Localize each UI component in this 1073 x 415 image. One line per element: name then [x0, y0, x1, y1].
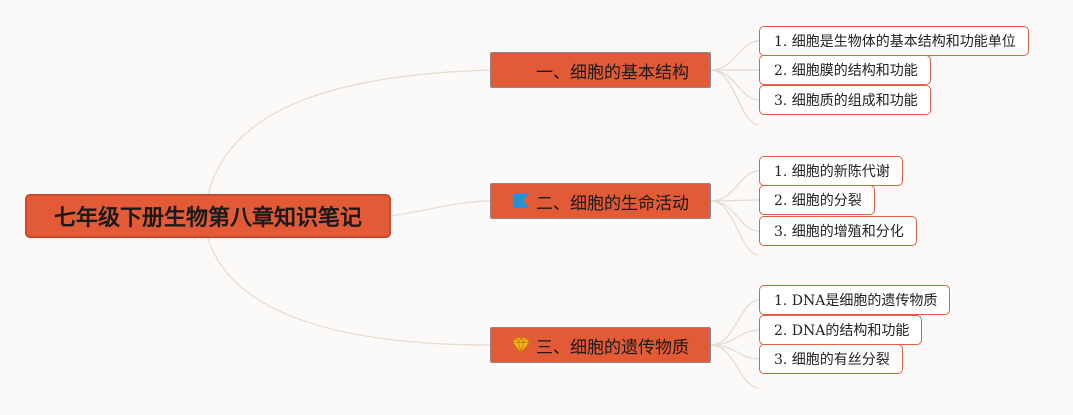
topic-1-label: 一、细胞的基本结构: [536, 62, 689, 83]
subtopic-label: 2. 细胞膜的结构和功能: [774, 63, 918, 79]
subtopic-3-1[interactable]: 1. DNA是细胞的遗传物质: [759, 285, 951, 315]
topic-node-3[interactable]: 三、细胞的遗传物质: [490, 327, 711, 363]
connector-topic-3-sub-2: [710, 329, 760, 346]
subtopic-label: 3. 细胞质的组成和功能: [774, 93, 918, 109]
connector-topic-1-sub-1: [710, 40, 760, 71]
topic-2-label: 二、细胞的生命活动: [536, 193, 689, 214]
subtopic-3-2[interactable]: 2. DNA的结构和功能: [759, 315, 923, 345]
connector-topic-1-sub-3: [710, 69, 760, 101]
subtopic-label: 3. 细胞的有丝分裂: [774, 352, 890, 368]
connector-topic-3-sub-1: [710, 299, 760, 346]
subtopic-label: 2. 细胞的分裂: [774, 193, 862, 209]
topic-node-1[interactable]: 一、细胞的基本结构: [490, 52, 711, 88]
connector-topic-2-sub-1: [710, 170, 760, 202]
subtopic-label: 1. 细胞的新陈代谢: [774, 164, 890, 180]
subtopic-1-1[interactable]: 1. 细胞是生物体的基本结构和功能单位: [759, 26, 1029, 56]
root-node[interactable]: 七年级下册生物第八章知识笔记: [25, 194, 391, 238]
topic-3-label: 三、细胞的遗传物质: [536, 337, 689, 358]
connector-topic-3-sub-3: [710, 344, 760, 360]
subtopic-2-2[interactable]: 2. 细胞的分裂: [759, 185, 875, 215]
connector-root-topic-1: [207, 69, 491, 195]
root-label: 七年级下册生物第八章知识笔记: [53, 206, 362, 231]
subtopic-label: 2. DNA的结构和功能: [774, 323, 910, 339]
subtopic-1-3[interactable]: 3. 细胞质的组成和功能: [759, 85, 931, 115]
subtopic-2-1[interactable]: 1. 细胞的新陈代谢: [759, 156, 903, 186]
connector-topic-1-tail: [710, 69, 760, 126]
connector-root-topic-2: [390, 200, 491, 217]
subtopic-label: 3. 细胞的增殖和分化: [774, 224, 904, 240]
connector-topic-2-tail: [710, 200, 760, 256]
topic-node-2[interactable]: 二、细胞的生命活动: [490, 183, 711, 219]
subtopic-1-2[interactable]: 2. 细胞膜的结构和功能: [759, 55, 931, 85]
subtopic-label: 1. 细胞是生物体的基本结构和功能单位: [774, 34, 1016, 50]
connector-topic-3-tail: [710, 344, 760, 389]
connector-root-topic-3: [207, 237, 491, 346]
diamond-icon: [512, 336, 530, 354]
subtopic-3-3[interactable]: 3. 细胞的有丝分裂: [759, 344, 903, 374]
connector-topic-2-sub-3: [710, 200, 760, 232]
subtopic-2-3[interactable]: 3. 细胞的增殖和分化: [759, 216, 917, 246]
subtopic-label: 1. DNA是细胞的遗传物质: [774, 293, 938, 309]
flag-icon: [512, 192, 530, 210]
